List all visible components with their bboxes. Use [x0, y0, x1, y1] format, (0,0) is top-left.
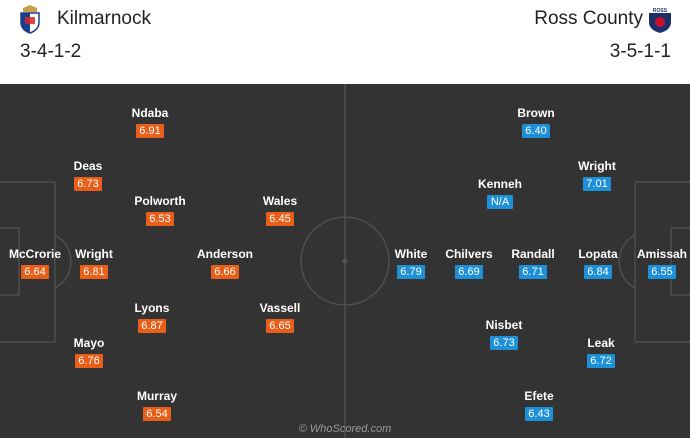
away-team-name[interactable]: Ross County: [534, 8, 643, 29]
player-name[interactable]: Randall: [511, 247, 555, 261]
player-name[interactable]: Polworth: [134, 194, 186, 208]
player-rating-badge: 6.40: [522, 124, 550, 138]
player-rating-badge: 6.45: [266, 212, 294, 226]
away-player[interactable]: Nisbet 6.73: [459, 318, 549, 351]
player-rating-badge: 6.72: [587, 354, 615, 368]
pitch-markings: [0, 84, 690, 438]
home-player[interactable]: Wales 6.45: [235, 194, 325, 227]
player-name[interactable]: Mayo: [73, 336, 105, 350]
player-rating-badge: 6.79: [397, 265, 425, 279]
home-player[interactable]: Ndaba 6.91: [105, 106, 195, 139]
player-rating-badge: 6.76: [75, 354, 103, 368]
kilmarnock-crest-icon: [20, 5, 40, 34]
home-team-name[interactable]: Kilmarnock: [57, 8, 151, 29]
player-name[interactable]: Deas: [73, 159, 103, 173]
player-rating-badge: 6.84: [584, 265, 612, 279]
home-player[interactable]: Wright 6.81: [49, 247, 139, 280]
away-player[interactable]: White 6.79: [366, 247, 456, 280]
player-rating-badge: 6.66: [211, 265, 239, 279]
home-player[interactable]: Anderson 6.66: [180, 247, 270, 280]
away-player[interactable]: Lopata 6.84: [553, 247, 643, 280]
away-player[interactable]: Wright 7.01: [552, 159, 642, 192]
player-rating-badge: 6.69: [455, 265, 483, 279]
player-rating-badge: 6.81: [80, 265, 108, 279]
player-name[interactable]: Brown: [517, 106, 555, 120]
player-rating-badge: 6.64: [21, 265, 49, 279]
player-name[interactable]: Murray: [136, 389, 177, 403]
player-rating-badge: 6.65: [266, 319, 294, 333]
player-name[interactable]: Wright: [75, 247, 113, 261]
player-name[interactable]: Lopata: [578, 247, 618, 261]
player-name[interactable]: Vassell: [259, 301, 301, 315]
svg-text:ROSS: ROSS: [653, 8, 668, 14]
away-player[interactable]: Efete 6.43: [494, 389, 584, 422]
player-name[interactable]: Anderson: [196, 247, 253, 261]
player-rating-badge: 6.53: [146, 212, 174, 226]
player-rating-badge: 6.43: [525, 407, 553, 421]
player-rating-badge: 6.73: [74, 177, 102, 191]
away-player[interactable]: Brown 6.40: [491, 106, 581, 139]
match-header: Kilmarnock 3-4-1-2 Ross County 3-5-1-1 R…: [0, 0, 690, 84]
player-rating-badge: 6.55: [648, 265, 676, 279]
ross-county-crest-icon: ROSS: [649, 5, 671, 33]
away-player[interactable]: Amissah 6.55: [617, 247, 690, 280]
watermark: © WhoScored.com: [298, 423, 392, 435]
home-player[interactable]: Murray 6.54: [112, 389, 202, 422]
away-player[interactable]: Leak 6.72: [556, 336, 646, 369]
player-name[interactable]: Chilvers: [445, 247, 493, 261]
player-name[interactable]: Ndaba: [131, 106, 169, 120]
player-name[interactable]: Amissah: [636, 247, 688, 261]
away-formation: 3-5-1-1: [609, 41, 671, 62]
player-name[interactable]: White: [394, 247, 428, 261]
player-name[interactable]: McCrorie: [8, 247, 61, 261]
home-player[interactable]: Vassell 6.65: [235, 301, 325, 334]
player-rating-badge: 6.91: [136, 124, 164, 138]
player-rating-badge: 6.87: [138, 319, 166, 333]
player-rating-badge: N/A: [487, 195, 513, 209]
player-rating-badge: 6.71: [519, 265, 547, 279]
player-rating-badge: 7.01: [583, 177, 611, 191]
player-rating-badge: 6.73: [490, 336, 518, 350]
player-name[interactable]: Wales: [262, 194, 298, 208]
player-name[interactable]: Nisbet: [485, 318, 523, 332]
away-player[interactable]: Randall 6.71: [488, 247, 578, 280]
home-player[interactable]: Deas 6.73: [43, 159, 133, 192]
home-player[interactable]: Polworth 6.53: [115, 194, 205, 227]
player-rating-badge: 6.54: [143, 407, 171, 421]
home-player[interactable]: Lyons 6.87: [107, 301, 197, 334]
player-name[interactable]: Wright: [578, 159, 616, 173]
home-player[interactable]: McCrorie 6.64: [0, 247, 80, 280]
away-player[interactable]: Chilvers 6.69: [424, 247, 514, 280]
home-player[interactable]: Mayo 6.76: [44, 336, 134, 369]
player-name[interactable]: Efete: [524, 389, 554, 403]
player-name[interactable]: Leak: [587, 336, 615, 350]
player-name[interactable]: Kenneh: [477, 177, 522, 191]
player-name[interactable]: Lyons: [134, 301, 170, 315]
home-formation: 3-4-1-2: [20, 41, 82, 62]
